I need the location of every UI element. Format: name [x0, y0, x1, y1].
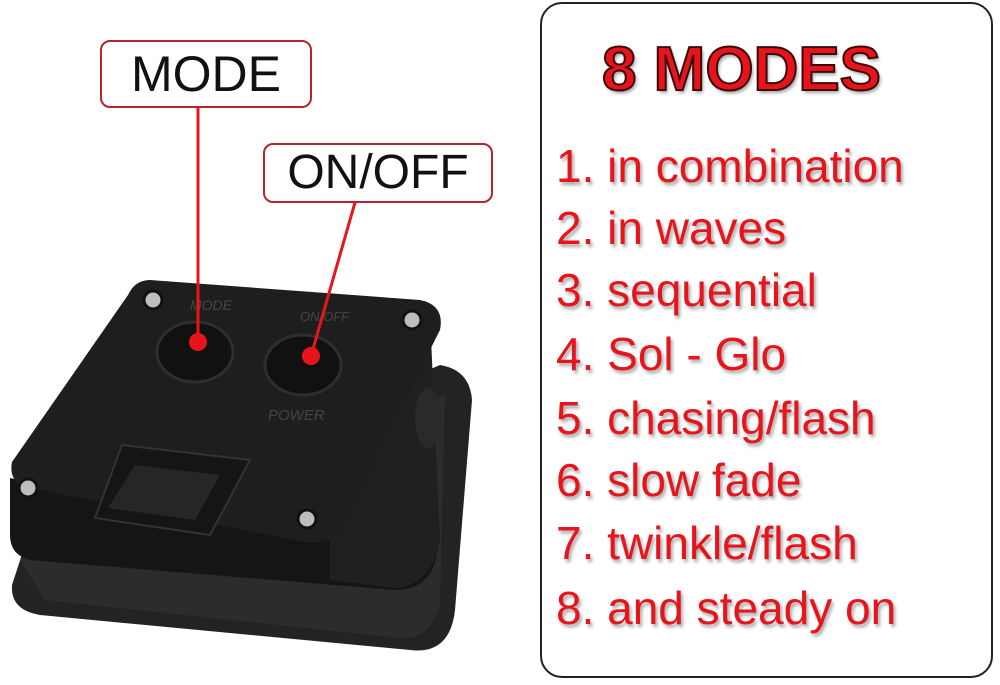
- mode-item: 5. chasing/flash: [556, 392, 876, 444]
- mode-item: 1. in combination: [556, 140, 904, 192]
- mode-item: 2. in waves: [556, 202, 787, 254]
- screws: [17, 289, 423, 530]
- controller-device-image: MODE ON/OFF POWER: [10, 104, 472, 651]
- onoff-callout: ON/OFF: [263, 143, 493, 203]
- emboss-mode: MODE: [190, 297, 233, 313]
- mode-callout-label: MODE: [131, 46, 281, 102]
- mode-button[interactable]: [155, 320, 235, 384]
- emboss-onoff: ON/OFF: [300, 309, 350, 324]
- modes-panel: 8 MODES 1. in combination 2. in waves 3.…: [540, 2, 993, 678]
- device-body: [10, 320, 438, 590]
- onoff-callout-label: ON/OFF: [287, 146, 469, 199]
- mode-item: 3. sequential: [556, 264, 817, 316]
- panel-title: 8 MODES: [601, 34, 882, 105]
- onoff-pointer-dot: [302, 347, 320, 365]
- mode-pointer-dot: [189, 333, 207, 351]
- onoff-pointer-line: [309, 198, 358, 357]
- side-connector: [415, 388, 441, 448]
- mode-item: 8. and steady on: [556, 582, 897, 634]
- mode-item: 4. Sol - Glo: [556, 328, 787, 380]
- mode-item: 6. slow fade: [556, 454, 802, 506]
- mode-item: 7. twinkle/flash: [556, 517, 858, 569]
- onoff-button[interactable]: [263, 333, 343, 397]
- emboss-power: POWER: [268, 407, 325, 424]
- mode-callout: MODE: [100, 40, 312, 108]
